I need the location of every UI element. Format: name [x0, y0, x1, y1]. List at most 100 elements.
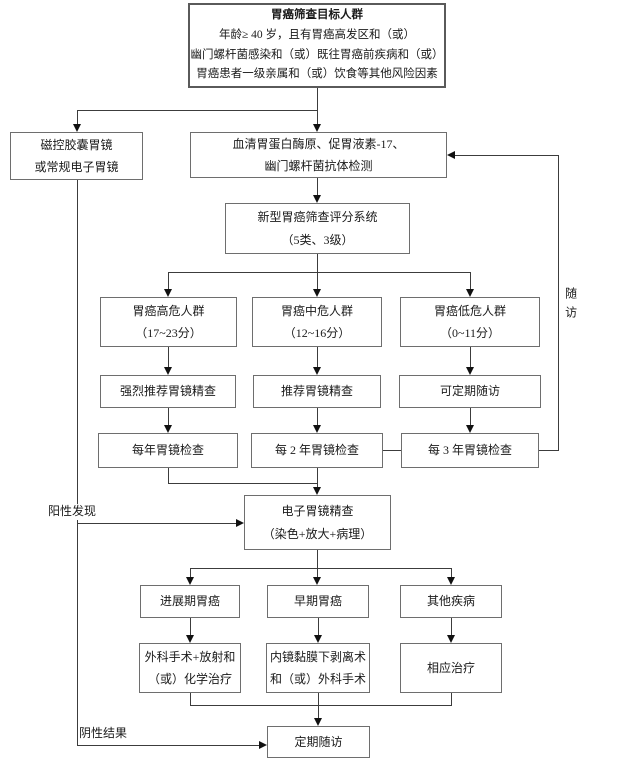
node-other-disease: 其他疾病 [400, 585, 502, 618]
node-line: 定期随访 [294, 734, 343, 749]
node-target-population: 胃癌筛查目标人群 年龄≥ 40 岁，且有胃癌高发区和（或） 幽门螺杆菌感染和（或… [188, 3, 446, 88]
flow-line [317, 88, 318, 125]
node-line: 电子胃镜精查 [281, 504, 354, 519]
flow-line [190, 693, 191, 706]
flow-line [451, 568, 452, 578]
node-line: 胃癌高危人群 [132, 303, 205, 318]
node-target-line: 年龄≥ 40 岁，且有胃癌高发区和（或） [218, 28, 416, 41]
flow-line [383, 450, 401, 451]
arrow-right-icon [236, 519, 244, 527]
node-scoring-system: 新型胃癌筛查评分系统 （5类、3级） [225, 203, 410, 254]
arrow-down-icon [73, 124, 81, 132]
node-early-gastric-cancer: 早期胃癌 [267, 585, 369, 618]
flow-line [168, 483, 318, 484]
arrow-down-icon [466, 289, 474, 297]
node-line: （0~11分） [439, 326, 501, 340]
arrow-down-icon [164, 289, 172, 297]
node-capsule-endoscopy: 磁控胶囊胃镜 或常规电子胃镜 [10, 132, 143, 180]
flow-line [470, 347, 471, 368]
arrow-down-icon [186, 635, 194, 643]
node-medium-risk: 胃癌中危人群 （12~16分） [252, 297, 382, 347]
node-line: 内镜黏膜下剥离术 [269, 649, 366, 664]
arrow-down-icon [314, 635, 322, 643]
flow-line [168, 408, 169, 426]
flow-line [455, 155, 559, 156]
arrow-down-icon [164, 425, 172, 433]
node-periodic-followup: 可定期随访 [399, 375, 541, 408]
node-line: 胃癌低危人群 [433, 303, 506, 318]
arrow-down-icon [313, 425, 321, 433]
node-line: 磁控胶囊胃镜 [40, 137, 113, 152]
flow-line [539, 450, 559, 451]
node-advanced-gastric-cancer: 进展期胃癌 [140, 585, 240, 618]
flow-line [168, 468, 169, 484]
node-low-risk: 胃癌低危人群 （0~11分） [400, 297, 540, 347]
node-line: （17~23分） [135, 326, 202, 340]
label-negative-result: 阴性结果 [79, 726, 128, 742]
arrow-down-icon [314, 718, 322, 726]
flow-line [451, 618, 452, 636]
flow-line [317, 347, 318, 368]
flow-line [77, 110, 318, 111]
node-line: 和（或）外科手术 [269, 672, 366, 686]
node-target-title: 胃癌筛查目标人群 [271, 8, 363, 21]
node-line: 血清胃蛋白酶原、促胃液素-17、 [232, 136, 405, 151]
flow-line [190, 568, 191, 578]
node-line: 进展期胃癌 [159, 594, 220, 609]
flow-line [77, 110, 78, 125]
node-line: 强烈推荐胃镜精查 [119, 384, 216, 399]
node-line: 每 2 年胃镜检查 [274, 443, 359, 458]
flow-line [168, 347, 169, 368]
flow-line-left-branch [77, 180, 78, 746]
flow-line [317, 272, 318, 290]
flow-line [168, 272, 471, 273]
flow-line-negative [77, 745, 259, 746]
node-line: 幽门螺杆菌抗体检测 [264, 159, 373, 173]
node-esd-or-surgery: 内镜黏膜下剥离术 和（或）外科手术 [266, 643, 370, 693]
arrow-left-icon [447, 151, 455, 159]
flow-line-positive [77, 523, 236, 524]
node-every-3-years: 每 3 年胃镜检查 [401, 433, 539, 468]
node-line: 新型胃癌筛查评分系统 [257, 210, 378, 225]
flow-line [190, 568, 452, 569]
flow-line [317, 408, 318, 426]
node-recommend: 推荐胃镜精查 [253, 375, 381, 408]
node-surgery-radiochemo: 外科手术+放射和 （或）化学治疗 [139, 643, 241, 693]
flow-line [190, 618, 191, 636]
flow-line [470, 272, 471, 290]
arrow-down-icon [466, 425, 474, 433]
node-line: 推荐胃镜精查 [280, 384, 353, 399]
flow-line [317, 178, 318, 196]
node-line: （12~16分） [283, 326, 351, 340]
arrow-down-icon [313, 289, 321, 297]
node-target-line: 胃癌患者一级亲属和（或）饮食等其他风险因素 [196, 68, 438, 81]
node-line: 胃癌中危人群 [280, 303, 353, 318]
node-line: （或）化学治疗 [147, 672, 232, 686]
label-followup: 随访 [563, 287, 578, 325]
flow-line [168, 272, 169, 290]
node-strongly-recommend: 强烈推荐胃镜精查 [100, 375, 236, 408]
node-yearly-endoscopy: 每年胃镜检查 [98, 433, 238, 468]
node-line: 外科手术+放射和 [144, 649, 236, 664]
arrow-down-icon [186, 577, 194, 585]
node-line: 每年胃镜检查 [131, 443, 204, 458]
arrow-down-icon [447, 577, 455, 585]
flow-line [451, 693, 452, 706]
arrow-down-icon [447, 635, 455, 643]
arrow-down-icon [313, 124, 321, 132]
node-line: 每 3 年胃镜检查 [427, 443, 512, 458]
node-corresponding-treatment: 相应治疗 [400, 643, 502, 693]
flow-line [317, 254, 318, 273]
label-positive-finding: 阳性发现 [48, 504, 97, 520]
arrow-down-icon [313, 367, 321, 375]
flow-line [190, 705, 452, 706]
node-line: 或常规电子胃镜 [34, 160, 119, 174]
arrow-down-icon [313, 195, 321, 203]
node-every-2-years: 每 2 年胃镜检查 [251, 433, 383, 468]
arrow-right-icon [259, 741, 267, 749]
flow-line [318, 618, 319, 636]
arrow-down-icon [466, 367, 474, 375]
node-serum-test: 血清胃蛋白酶原、促胃液素-17、 幽门螺杆菌抗体检测 [190, 132, 447, 178]
flow-line [317, 550, 318, 568]
